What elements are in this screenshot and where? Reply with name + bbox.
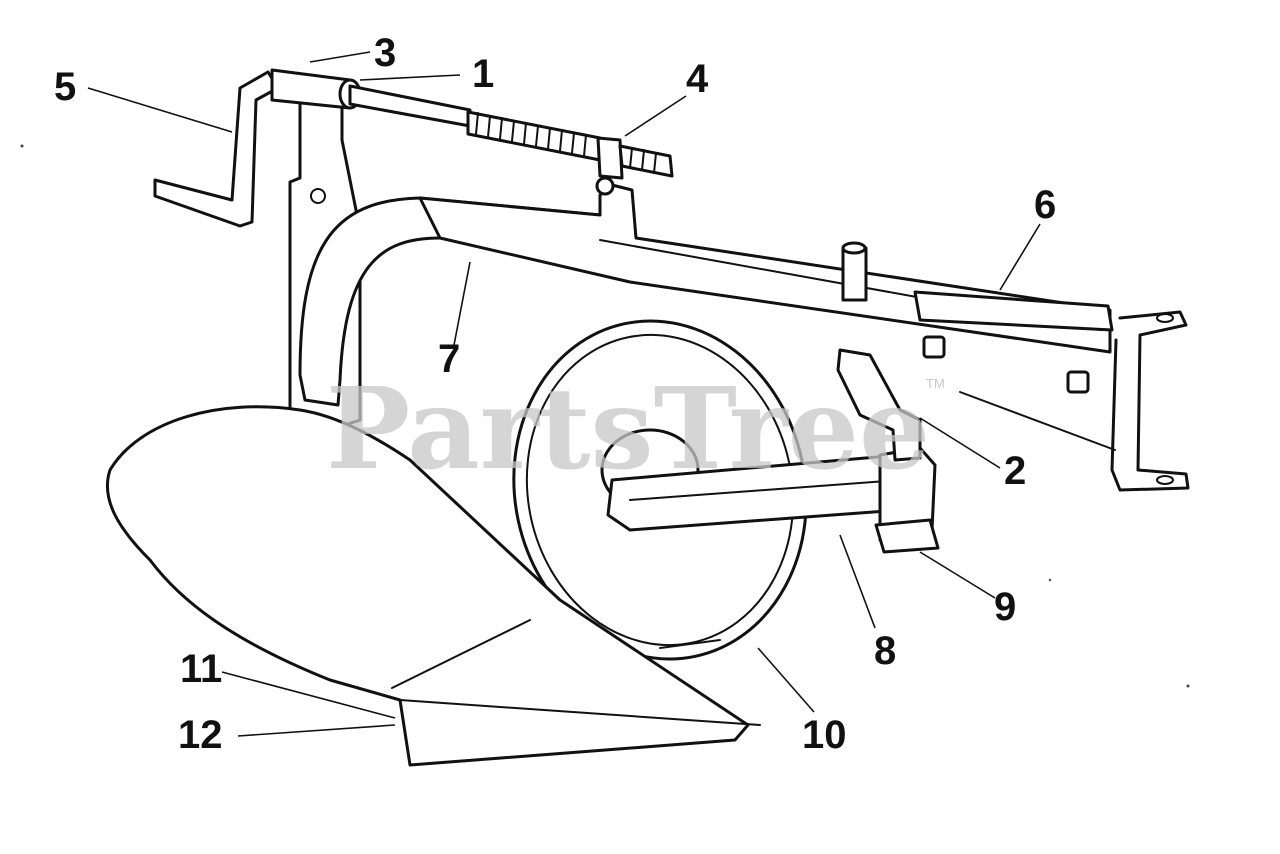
callout-12: 12: [178, 713, 223, 757]
watermark: PartsTree TM: [326, 364, 945, 495]
callout-6: 6: [1034, 183, 1056, 227]
print-specks: [20, 144, 1190, 688]
callout-1: 1: [472, 52, 494, 96]
leader-lines: [87, 51, 1041, 737]
callout-10: 10: [802, 713, 847, 757]
thread-ticks: [475, 112, 587, 157]
moldboard: [105, 405, 761, 767]
disc-arm: [606, 446, 940, 554]
callout-7: 7: [438, 337, 460, 381]
hitch-bracket: [959, 310, 1190, 492]
callout-9: 9: [994, 585, 1016, 629]
callout-3: 3: [374, 31, 396, 75]
callout-labels: 1 2 3 4 5 6 7 8 9 10 11 12: [54, 31, 1056, 757]
callout-8: 8: [874, 629, 896, 673]
callout-4: 4: [686, 57, 709, 101]
crank-handle: [153, 70, 280, 228]
main-beam: [418, 183, 1114, 394]
callout-5: 5: [54, 65, 76, 109]
threaded-rod: [270, 68, 674, 196]
watermark-trademark: TM: [926, 376, 945, 391]
callout-11: 11: [180, 647, 222, 691]
callout-2: 2: [1004, 449, 1026, 493]
standard-bar: [836, 348, 922, 462]
watermark-text: PartsTree: [326, 364, 930, 495]
